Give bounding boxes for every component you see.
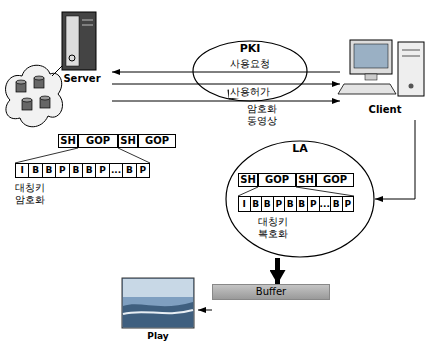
stream-cell: SH [238, 173, 258, 187]
database-symbol [16, 76, 50, 110]
device-node: Play [118, 276, 198, 344]
device-label-wrap: Server [52, 8, 112, 85]
connector [112, 72, 340, 73]
device-label: Play [118, 330, 198, 342]
cell-label: SH [60, 135, 76, 147]
cloud-link [52, 66, 62, 76]
expand-line [238, 187, 258, 196]
connector [375, 120, 415, 199]
frame-label: I [16, 164, 28, 177]
video-picture [122, 278, 194, 328]
frame-label: B [28, 164, 41, 177]
frame-label: P [136, 164, 149, 177]
stream-cell: GOP [78, 134, 118, 148]
node-title: LA [225, 143, 375, 155]
cell-label: GOP [323, 174, 347, 186]
frame-label: ... [109, 164, 122, 177]
frame-label: I [239, 197, 250, 211]
node-title-wrap: LA [225, 140, 375, 155]
cell-label: SH [240, 174, 256, 186]
frame-label: ... [319, 197, 331, 211]
note-label: 대칭키 복호화 [258, 216, 298, 240]
device-label: Client [340, 104, 430, 116]
stream-cell: SH [118, 134, 138, 148]
stream-cell: GOP [258, 173, 296, 187]
frame-label: B [261, 197, 273, 211]
cell-label: GOP [145, 135, 169, 147]
ellipse-shape [226, 141, 374, 257]
edge-label: 암호화 동영상 [241, 103, 283, 127]
device-node: Client [340, 32, 430, 120]
expand-line [15, 148, 78, 163]
stream-cell: SH [58, 134, 78, 148]
thick-arrow [275, 258, 280, 284]
frame-label: P [273, 197, 285, 211]
frame-label: B [69, 164, 82, 177]
frame-label: B [284, 197, 296, 211]
frame-label: P [95, 164, 108, 177]
cell-label: SH [298, 174, 314, 186]
expand-line [296, 187, 354, 196]
cell-label: GOP [86, 135, 110, 147]
server-icon [62, 12, 96, 70]
frame-label: P [307, 197, 319, 211]
frame-label: B [330, 197, 342, 211]
frame-label: P [342, 197, 354, 211]
buffer-label: Buffer [256, 286, 286, 298]
frame-label: P [55, 164, 68, 177]
node-title-wrap: PKI [192, 40, 308, 55]
ellipse-shape [193, 41, 307, 101]
device-label-wrap: Play [118, 276, 198, 342]
frame-label: B [82, 164, 95, 177]
frame-label: B [122, 164, 135, 177]
expand-line [118, 148, 150, 163]
device-label-wrap: Client [340, 32, 430, 116]
cell-label: GOP [265, 174, 289, 186]
frame-label: B [42, 164, 55, 177]
stream-cell: GOP [138, 134, 176, 148]
frame-label: B [296, 197, 308, 211]
cell-label: SH [120, 135, 136, 147]
connector [198, 310, 212, 311]
frame-label: B [250, 197, 262, 211]
note-label: 대칭키 암호화 [15, 182, 55, 206]
stream-cell: SH [296, 173, 316, 187]
ellipse-node: LASHGOPSHGOPIBBPBBP...BP [225, 140, 375, 258]
stream-cell: GOP [316, 173, 354, 187]
connector [112, 84, 340, 85]
device-node: Server [52, 8, 112, 108]
device-label: Server [52, 73, 112, 85]
client-icon [338, 40, 424, 96]
edge-label: 사용허가 [229, 86, 271, 98]
buffer-bar: Buffer [212, 284, 330, 300]
node-title: PKI [192, 43, 308, 55]
edge-label: 사용요청 [229, 58, 271, 70]
storage-cloud [6, 65, 63, 127]
frame-strip: IBBPBBP...BP [15, 163, 150, 178]
connector [112, 101, 340, 102]
frame-strip: IBBPBBP...BP [238, 196, 354, 212]
